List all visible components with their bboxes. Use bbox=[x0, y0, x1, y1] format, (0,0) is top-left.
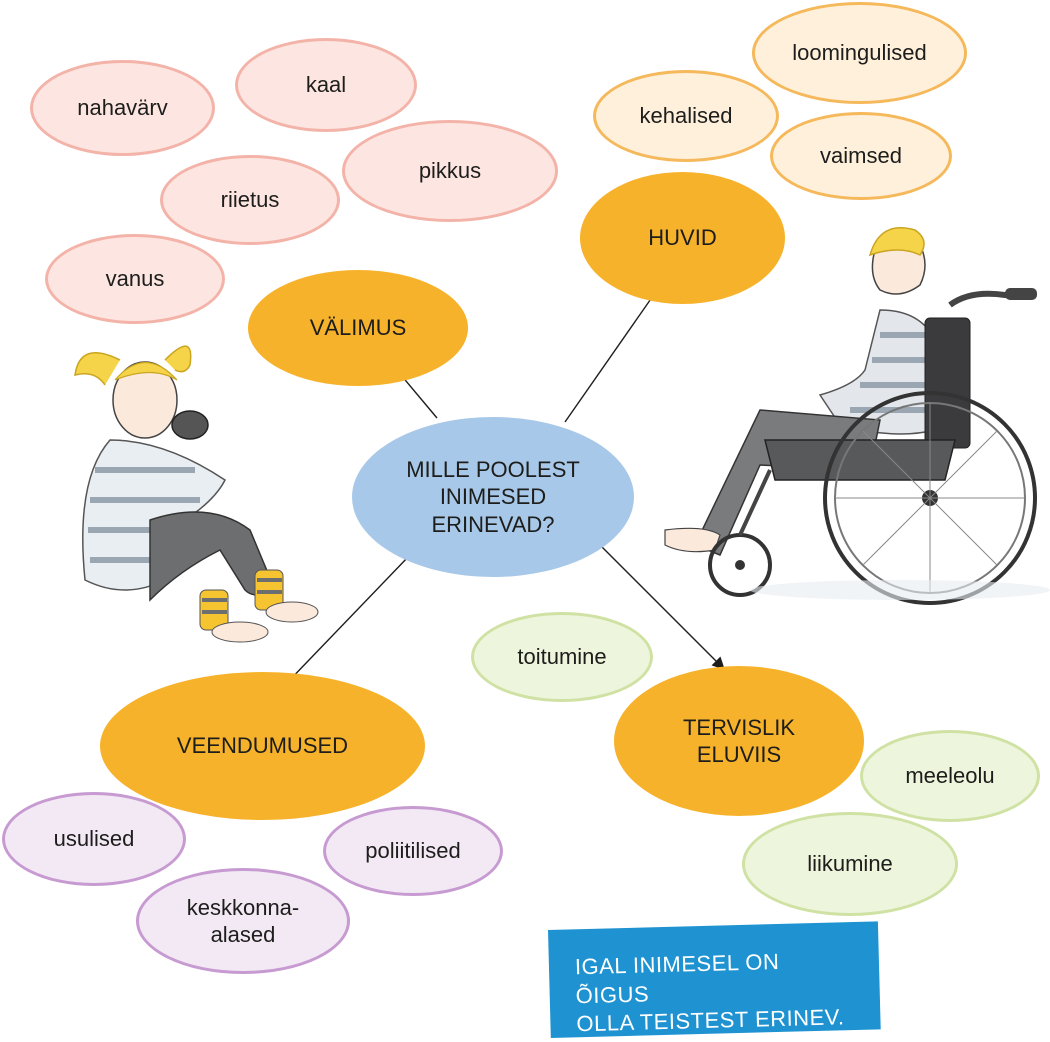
topic-valimus: VÄLIMUS bbox=[248, 270, 468, 386]
item-meeleolu: meeleolu bbox=[860, 730, 1040, 822]
topic-huvid: HUVID bbox=[580, 172, 785, 304]
item-poliitilised: poliitilised bbox=[323, 806, 503, 896]
item-pikkus: pikkus bbox=[342, 120, 558, 222]
item-vanus-label: vanus bbox=[105, 266, 165, 292]
item-loomingulised: loomingulised bbox=[752, 2, 967, 104]
banner-line-1: IGAL INIMESEL ON ÕIGUS bbox=[574, 948, 780, 1008]
item-poliitilised-label: poliitilised bbox=[365, 838, 461, 864]
item-toitumine: toitumine bbox=[471, 612, 653, 702]
item-riietus-label: riietus bbox=[220, 187, 280, 213]
item-vanus: vanus bbox=[45, 234, 225, 324]
topic-huvid-label: HUVID bbox=[648, 225, 717, 251]
item-keskkonnaalased-label: keskkonna- alased bbox=[186, 894, 300, 948]
girl-illustration bbox=[74, 345, 319, 643]
item-loomingulised-label: loomingulised bbox=[792, 40, 927, 66]
arrow-to-huvid bbox=[564, 281, 663, 423]
item-toitumine-label: toitumine bbox=[517, 644, 607, 670]
item-vaimsed: vaimsed bbox=[770, 112, 952, 200]
center-question: MILLE POOLEST INIMESED ERINEVAD? bbox=[352, 417, 634, 577]
item-meeleolu-label: meeleolu bbox=[905, 763, 995, 789]
item-riietus: riietus bbox=[160, 155, 340, 245]
item-nahavarv-label: nahavärv bbox=[77, 95, 168, 121]
topic-valimus-label: VÄLIMUS bbox=[309, 315, 407, 341]
item-kehalised: kehalised bbox=[593, 70, 779, 162]
item-pikkus-label: pikkus bbox=[418, 158, 482, 184]
topic-tervislik-eluviis: TERVISLIK ELUVIIS bbox=[614, 666, 864, 816]
topic-veendumused-label: VEENDUMUSED bbox=[176, 733, 349, 759]
item-kaal: kaal bbox=[235, 38, 417, 132]
arrow-to-veendumused bbox=[283, 554, 411, 687]
topic-tervislik-label: TERVISLIK ELUVIIS bbox=[682, 714, 796, 768]
item-nahavarv: nahavärv bbox=[30, 60, 215, 156]
item-liikumine: liikumine bbox=[742, 812, 958, 916]
item-keskkonnaalased: keskkonna- alased bbox=[136, 868, 350, 974]
wheelchair-illustration bbox=[664, 227, 1050, 605]
item-vaimsed-label: vaimsed bbox=[820, 143, 902, 169]
center-question-label: MILLE POOLEST INIMESED ERINEVAD? bbox=[406, 456, 580, 537]
item-usulised: usulised bbox=[2, 792, 186, 886]
topic-veendumused: VEENDUMUSED bbox=[100, 672, 425, 820]
rights-banner: IGAL INIMESEL ON ÕIGUS OLLA TEISTEST ERI… bbox=[548, 921, 881, 1038]
item-liikumine-label: liikumine bbox=[807, 851, 893, 877]
item-usulised-label: usulised bbox=[53, 826, 135, 852]
item-kaal-label: kaal bbox=[305, 72, 347, 98]
item-kehalised-label: kehalised bbox=[639, 103, 733, 129]
